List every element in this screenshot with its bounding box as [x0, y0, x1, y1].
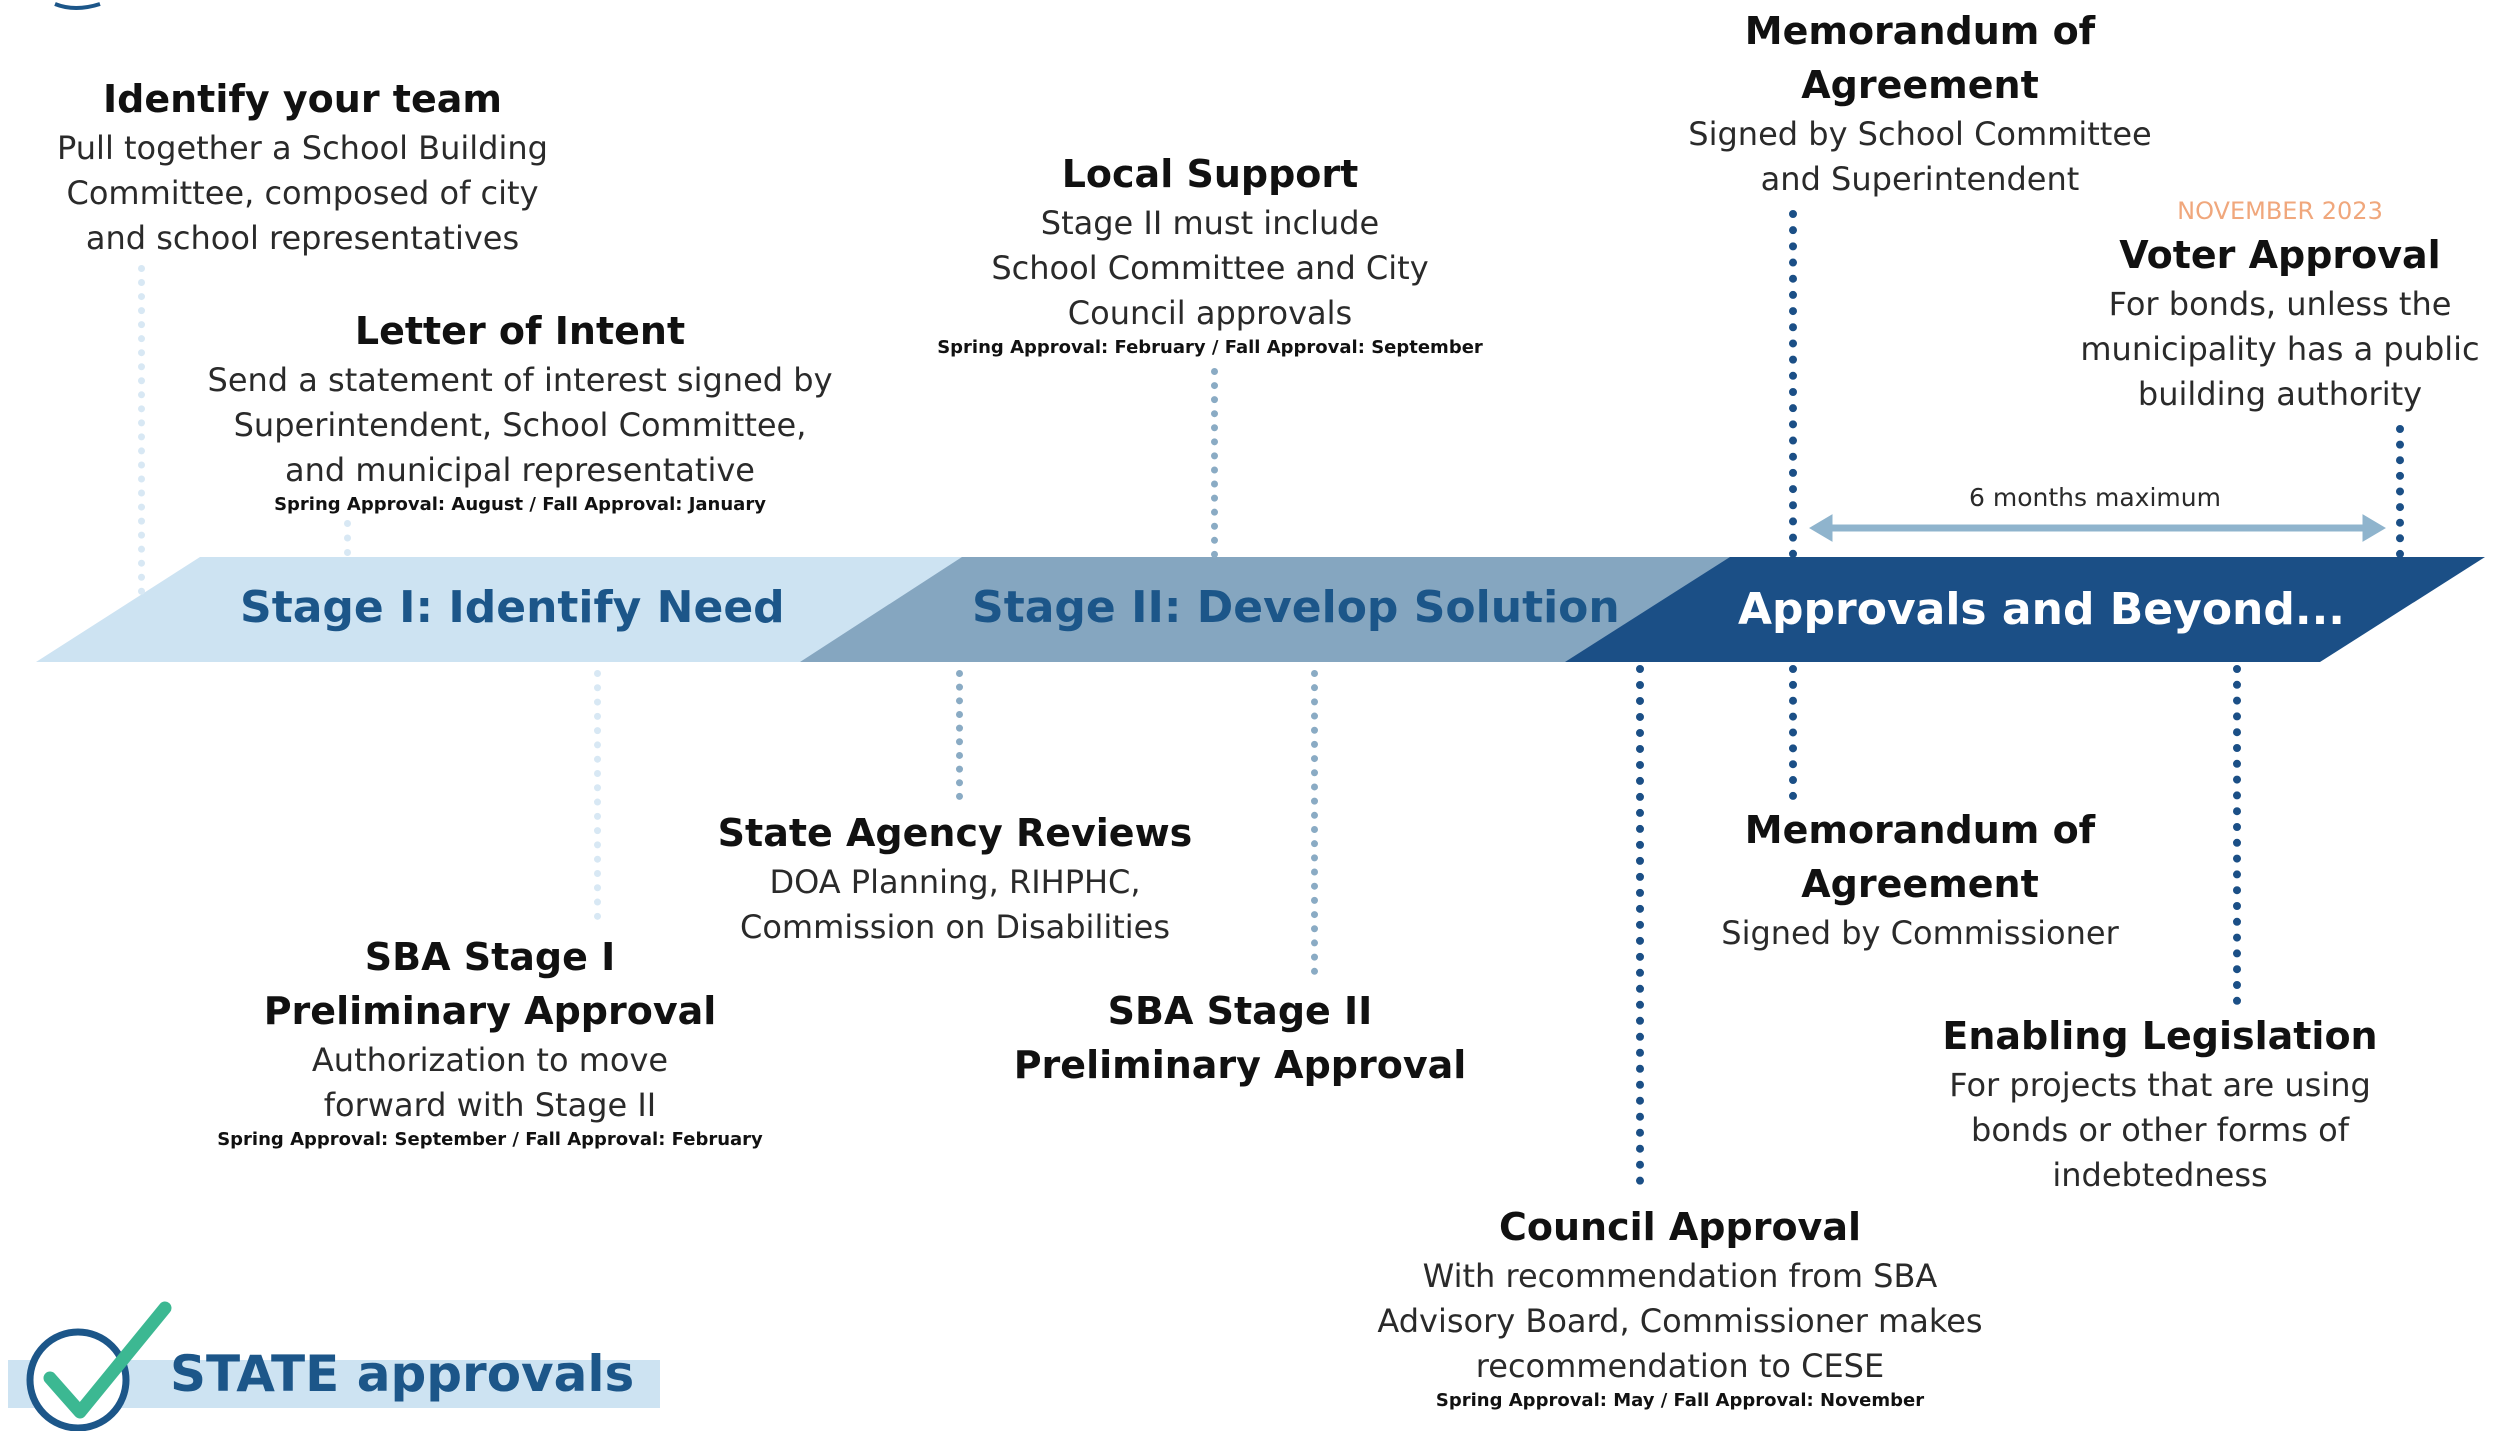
duration-label: 6 months maximum: [1969, 483, 2221, 512]
moa-top-title: Memorandum of: [1744, 9, 2096, 53]
stage-3-label: Approvals and Beyond...: [1738, 584, 2346, 635]
local-support-line: Stage II must include: [1040, 204, 1380, 242]
letter-intent-line: Send a statement of interest signed by: [207, 361, 833, 399]
sba-stage1-line: Authorization to move: [311, 1041, 669, 1079]
moa-top-line: and Superintendent: [1760, 160, 2080, 198]
voter-approval-line: municipality has a public: [2080, 330, 2480, 368]
voter-approval-block: NOVEMBER 2023 Voter Approval For bonds, …: [2050, 196, 2500, 417]
sba-stage1-title: SBA Stage I: [364, 935, 616, 979]
voter-approval-line: For bonds, unless the: [2108, 285, 2452, 323]
connector-moa-bottom: [1789, 665, 1797, 800]
letter-intent-block: Letter of Intent Send a statement of int…: [180, 304, 860, 517]
legend-label: STATE approvals: [170, 1345, 635, 1403]
enabling-line: bonds or other forms of: [1971, 1111, 2349, 1149]
state-agency-line: Commission on Disabilities: [739, 908, 1171, 946]
moa-bottom-block: Memorandum of Agreement Signed by Commis…: [1640, 803, 2200, 956]
enabling-line: indebtedness: [2052, 1156, 2268, 1194]
enabling-line: For projects that are using: [1949, 1066, 2371, 1104]
local-support-note: Spring Approval: February / Fall Approva…: [937, 337, 1483, 358]
local-support-block: Local Support Stage II must include Scho…: [890, 147, 1530, 360]
identify-team-block: Identify your team Pull together a Schoo…: [20, 72, 585, 261]
local-support-title: Local Support: [1061, 152, 1359, 196]
connector-enabling: [2233, 665, 2241, 1005]
connector-sba-stage1: [594, 670, 601, 920]
connector-state-agency: [956, 670, 963, 800]
identify-team-line: Pull together a School Building: [57, 129, 548, 167]
moa-top-title: Agreement: [1801, 63, 2039, 107]
letter-intent-line: and municipal representative: [285, 451, 755, 489]
state-agency-title: State Agency Reviews: [717, 811, 1193, 855]
council-approval-title: Council Approval: [1498, 1205, 1861, 1249]
connector-letter-intent: [344, 520, 351, 556]
moa-bottom-title: Agreement: [1801, 862, 2039, 906]
stage-1-label: Stage I: Identify Need: [240, 582, 785, 633]
council-approval-block: Council Approval With recommendation fro…: [1350, 1200, 2010, 1413]
corner-arc-decoration: [54, 2, 101, 10]
connector-voter-approval: [2396, 425, 2404, 558]
connector-identify-team: [138, 265, 145, 595]
sba-stage1-title: Preliminary Approval: [263, 989, 717, 1033]
connector-council-approval: [1636, 665, 1644, 1185]
state-agency-line: DOA Planning, RIHPHC,: [769, 863, 1141, 901]
identify-team-title: Identify your team: [103, 77, 502, 121]
enabling-block: Enabling Legislation For projects that a…: [1900, 1009, 2420, 1198]
legend-circle-icon: [26, 1328, 130, 1431]
letter-intent-note: Spring Approval: August / Fall Approval:…: [274, 494, 766, 515]
connector-local-support: [1211, 368, 1218, 558]
local-support-line: School Committee and City: [991, 249, 1429, 287]
council-approval-line: With recommendation from SBA: [1422, 1257, 1938, 1295]
stage-2-band: [800, 557, 1760, 662]
identify-team-line: and school representatives: [85, 219, 520, 257]
state-agency-block: State Agency Reviews DOA Planning, RIHPH…: [680, 806, 1230, 950]
identify-team-line: Committee, composed of city: [66, 174, 539, 212]
local-support-line: Council approvals: [1067, 294, 1353, 332]
enabling-title: Enabling Legislation: [1942, 1014, 2378, 1058]
sba-stage1-block: SBA Stage I Preliminary Approval Authori…: [170, 930, 810, 1152]
sba-stage2-block: SBA Stage II Preliminary Approval: [980, 984, 1500, 1092]
check-icon: [43, 1301, 172, 1419]
connector-moa-top: [1789, 210, 1797, 558]
voter-approval-line: building authority: [2137, 375, 2423, 413]
sba-stage2-title: Preliminary Approval: [1013, 1043, 1467, 1087]
connector-sba-stage2: [1311, 670, 1318, 975]
six-month-arrow: [1809, 514, 2386, 542]
stage-2-label: Stage II: Develop Solution: [972, 582, 1620, 633]
stage-1-band: [36, 557, 1000, 662]
voter-approval-date: NOVEMBER 2023: [2177, 197, 2383, 225]
letter-intent-line: Superintendent, School Committee,: [233, 406, 807, 444]
council-approval-line: recommendation to CESE: [1475, 1347, 1885, 1385]
moa-bottom-line: Signed by Commissioner: [1721, 914, 2119, 952]
letter-intent-title: Letter of Intent: [354, 309, 686, 353]
council-approval-line: Advisory Board, Commissioner makes: [1377, 1302, 1983, 1340]
sba-stage1-note: Spring Approval: September / Fall Approv…: [217, 1129, 763, 1150]
moa-bottom-title: Memorandum of: [1744, 808, 2096, 852]
stage-3-band: [1565, 557, 2485, 662]
moa-top-block: Memorandum of Agreement Signed by School…: [1640, 4, 2200, 202]
council-approval-note: Spring Approval: May / Fall Approval: No…: [1435, 1390, 1925, 1411]
sba-stage2-title: SBA Stage II: [1107, 989, 1373, 1033]
sba-stage1-line: forward with Stage II: [323, 1086, 657, 1124]
voter-approval-title: Voter Approval: [2119, 233, 2441, 277]
moa-top-line: Signed by School Committee: [1688, 115, 2152, 153]
